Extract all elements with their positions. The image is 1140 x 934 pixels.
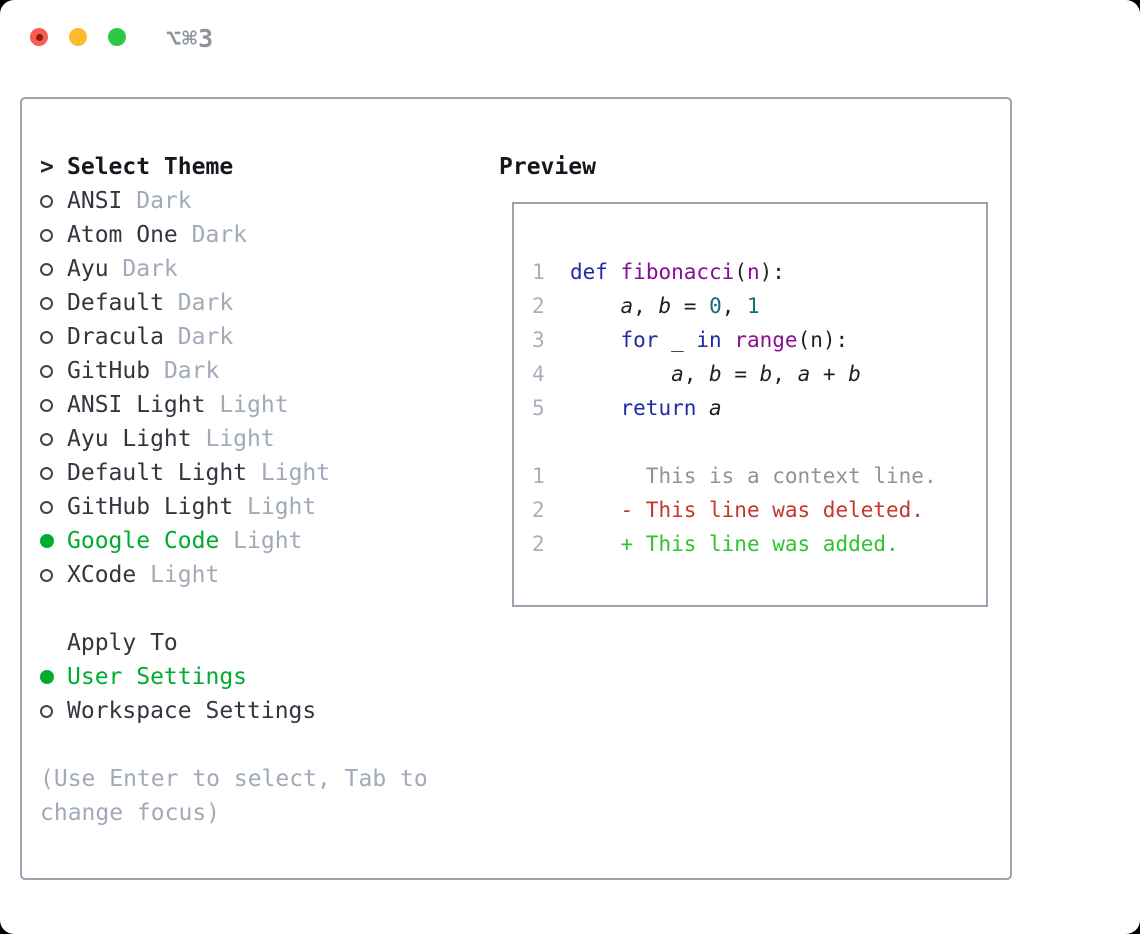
preview-box: 1 def fibonacci(n): 2 a, b = 0, 1 3 for _ …	[512, 202, 988, 607]
close-dot-icon	[35, 33, 43, 41]
theme-option-google-code[interactable]: Google Code Light	[40, 524, 428, 558]
preview-line: 5 return a	[532, 396, 722, 420]
theme-option-label: Default Light Light	[67, 460, 331, 486]
hint-line: (Use Enter to select, Tab to	[40, 766, 428, 792]
preview-line: 2 + This line was added.	[532, 532, 899, 556]
preview-line: 3 for _ in range(n):	[532, 328, 849, 352]
spacer	[40, 592, 428, 626]
apply-to-header: Apply To	[40, 626, 428, 660]
apply-option-label: Workspace Settings	[67, 698, 317, 724]
theme-option-label: Google Code Light	[67, 528, 303, 554]
preview-line: 2 a, b = 0, 1	[532, 294, 760, 318]
radio-unselected-icon	[40, 466, 53, 480]
theme-option-label: Ayu Dark	[67, 256, 178, 282]
titlebar: ⌥⌘3	[0, 0, 1140, 97]
radio-unselected-icon	[40, 500, 53, 514]
radio-unselected-icon	[40, 262, 53, 276]
hint-text: (Use Enter to select, Tab to change focus…	[40, 762, 428, 830]
radio-unselected-icon	[40, 228, 53, 242]
preview-line: 2 - This line was deleted.	[532, 498, 924, 522]
preview-line: 1 This is a context line.	[532, 464, 937, 488]
theme-option-label: Atom One Dark	[67, 222, 248, 248]
theme-option-label: Default Dark	[67, 290, 234, 316]
theme-option-ansi-light[interactable]: ANSI Light Light	[40, 388, 428, 422]
theme-option-label: XCode Light	[67, 562, 220, 588]
hint-line: change focus)	[40, 800, 221, 826]
radio-unselected-icon	[40, 432, 53, 446]
minimize-button[interactable]	[69, 28, 87, 46]
preview-title: Preview	[499, 154, 596, 180]
radio-selected-icon	[40, 534, 54, 548]
radio-selected-icon	[40, 670, 54, 684]
theme-option-ayu[interactable]: Ayu Dark	[40, 252, 428, 286]
theme-option-github[interactable]: GitHub Dark	[40, 354, 428, 388]
apply-option-label: User Settings	[67, 664, 248, 690]
theme-option-label: ANSI Dark	[67, 188, 192, 214]
theme-selector-header: > Select Theme	[40, 150, 428, 184]
theme-option-label: ANSI Light Light	[67, 392, 289, 418]
theme-option-ayu-light[interactable]: Ayu Light Light	[40, 422, 428, 456]
theme-option-dracula[interactable]: Dracula Dark	[40, 320, 428, 354]
apply-option-user-settings[interactable]: User Settings	[40, 660, 428, 694]
preview-code: 1 def fibonacci(n): 2 a, b = 0, 1 3 for _ …	[532, 255, 986, 561]
prompt-caret-icon: >	[40, 154, 54, 180]
theme-option-atom-one[interactable]: Atom One Dark	[40, 218, 428, 252]
theme-option-label: Dracula Dark	[67, 324, 234, 350]
theme-option-ansi[interactable]: ANSI Dark	[40, 184, 428, 218]
radio-unselected-icon	[40, 194, 53, 208]
theme-option-default[interactable]: Default Dark	[40, 286, 428, 320]
preview-line: 1 def fibonacci(n):	[532, 260, 785, 284]
theme-option-github-light[interactable]: GitHub Light Light	[40, 490, 428, 524]
apply-to-title: Apply To	[67, 630, 178, 656]
close-button[interactable]	[30, 28, 48, 46]
theme-option-xcode[interactable]: XCode Light	[40, 558, 428, 592]
theme-option-default-light[interactable]: Default Light Light	[40, 456, 428, 490]
radio-unselected-icon	[40, 330, 53, 344]
theme-option-label: Ayu Light Light	[67, 426, 275, 452]
preview-line	[532, 425, 986, 459]
theme-option-label: GitHub Light Light	[67, 494, 317, 520]
window-title-shortcut: ⌥⌘3	[166, 24, 215, 53]
preview-line: 4 a, b = b, a + b	[532, 362, 861, 386]
radio-unselected-icon	[40, 398, 53, 412]
radio-unselected-icon	[40, 568, 53, 582]
theme-selector-title: Select Theme	[67, 154, 234, 180]
radio-unselected-icon	[40, 364, 53, 378]
spacer	[40, 728, 428, 762]
maximize-button[interactable]	[108, 28, 126, 46]
theme-option-label: GitHub Dark	[67, 358, 220, 384]
radio-unselected-icon	[40, 296, 53, 310]
radio-unselected-icon	[40, 704, 53, 718]
apply-option-workspace-settings[interactable]: Workspace Settings	[40, 694, 428, 728]
